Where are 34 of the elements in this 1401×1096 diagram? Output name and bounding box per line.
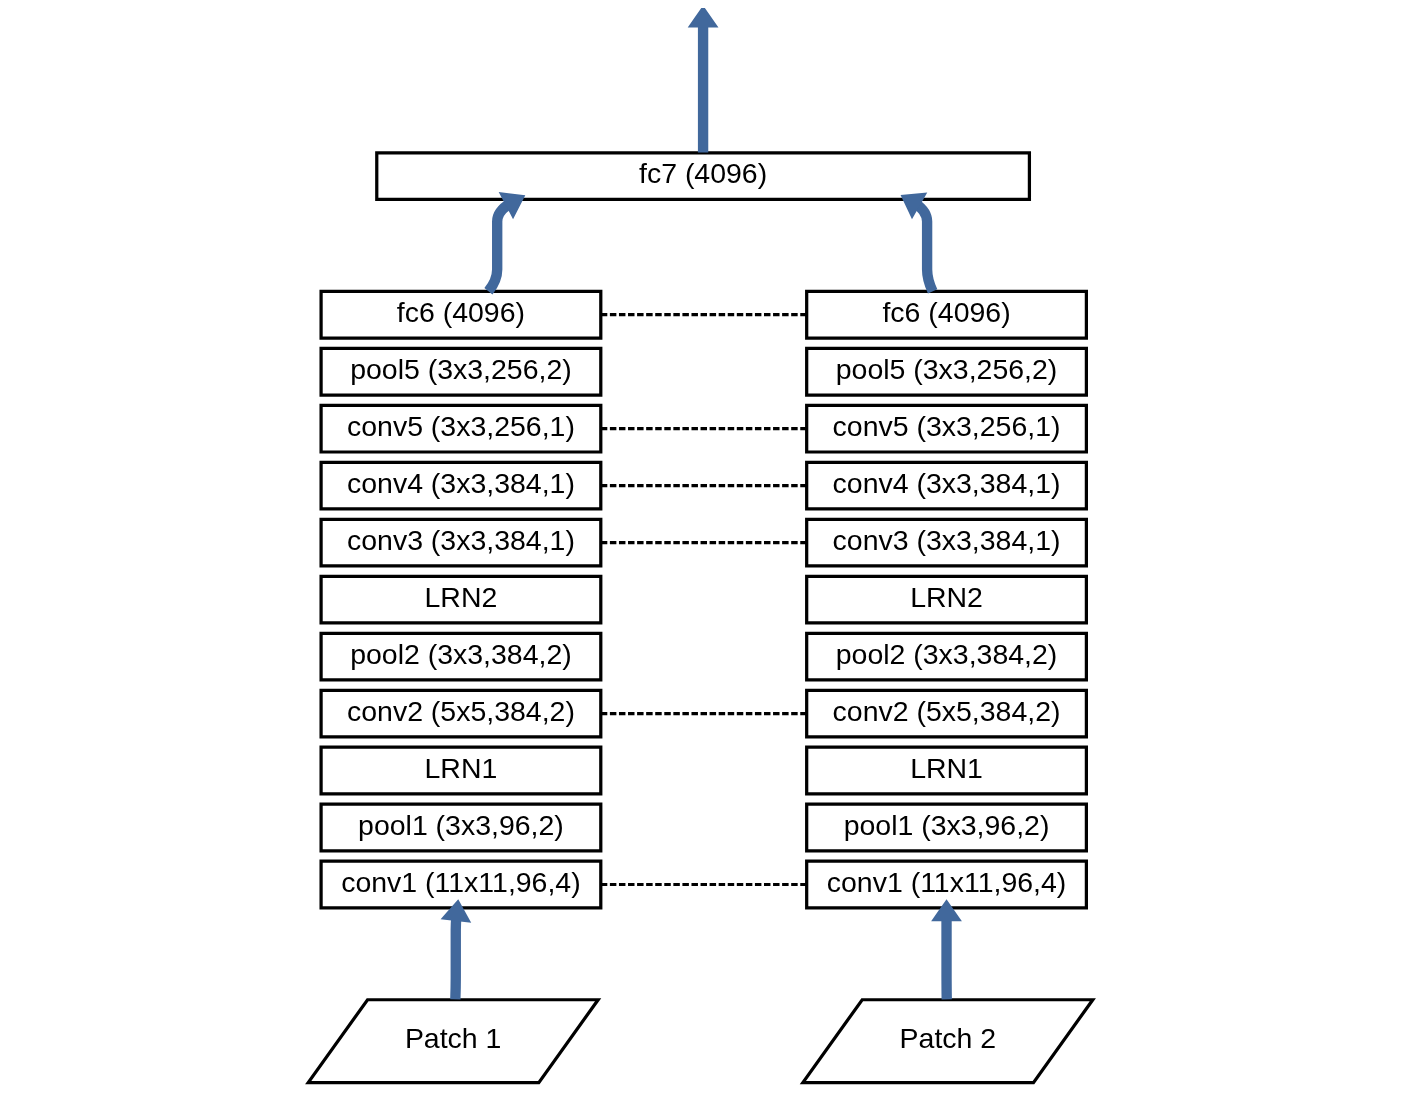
node-box: pool5 (3x3,256,2) [805, 346, 1088, 397]
node-box: conv5 (3x3,256,1) [805, 403, 1088, 454]
connector [600, 484, 807, 488]
node-box: pool1 (3x3,96,2) [805, 802, 1088, 853]
node-box: LRN2 [319, 574, 603, 625]
node-box: conv3 (3x3,384,1) [805, 517, 1088, 568]
node-box: LRN2 [805, 574, 1088, 625]
connector [600, 882, 807, 887]
node-box: conv1 (11x11,96,4) [319, 859, 603, 910]
node-box: conv1 (11x11,96,4) [805, 859, 1088, 910]
connector [600, 313, 807, 317]
arrow [900, 192, 938, 294]
node-box: LRN1 [805, 745, 1088, 796]
node-box: conv4 (3x3,384,1) [805, 460, 1088, 511]
connector [600, 541, 807, 545]
arrow [440, 899, 472, 1000]
node-box: conv2 (5x5,384,2) [319, 688, 603, 739]
node-box: pool2 (3x3,384,2) [805, 631, 1088, 682]
arrow [931, 899, 962, 1000]
node-box: pool1 (3x3,96,2) [319, 802, 603, 853]
connector [600, 711, 807, 716]
node-box: conv3 (3x3,384,1) [319, 517, 603, 568]
connector [600, 427, 807, 431]
arrow [484, 192, 526, 295]
arrow [687, 8, 719, 153]
node-box: conv4 (3x3,384,1) [319, 460, 603, 511]
node-box: pool2 (3x3,384,2) [319, 631, 603, 682]
node-box: fc7 (4096) [375, 151, 1032, 202]
node-box: conv2 (5x5,384,2) [805, 688, 1088, 739]
node-box: fc6 (4096) [805, 289, 1088, 340]
node-box: fc6 (4096) [319, 289, 603, 340]
node-box: LRN1 [319, 745, 603, 796]
node-box: pool5 (3x3,256,2) [319, 346, 603, 397]
node-box: conv5 (3x3,256,1) [319, 403, 603, 454]
